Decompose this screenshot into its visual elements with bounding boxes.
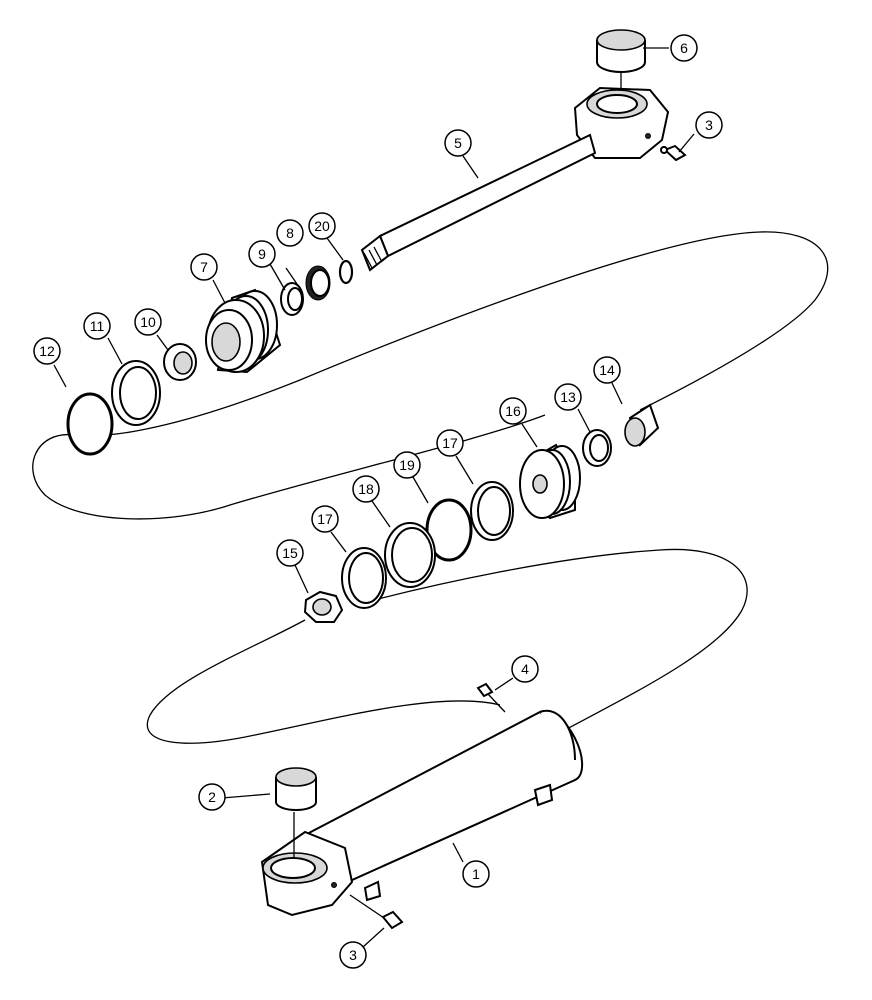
- callout-12-label: 12: [39, 343, 55, 359]
- callout-3-top: 3: [695, 111, 723, 139]
- callout-9: 9: [248, 240, 276, 268]
- callout-15: 15: [276, 539, 304, 567]
- wiper-ring-part-10: [163, 343, 197, 381]
- fitting-part-4: [476, 682, 506, 713]
- callout-4: 4: [511, 655, 539, 683]
- callout-10: 10: [134, 308, 162, 336]
- o-ring-part-19: [425, 498, 473, 562]
- callout-14-label: 14: [599, 362, 615, 378]
- callout-20: 20: [308, 212, 336, 240]
- callout-15-label: 15: [282, 545, 298, 561]
- leader-lines: [53, 47, 695, 948]
- callout-18-label: 18: [358, 481, 374, 497]
- callout-19: 19: [393, 451, 421, 479]
- ring-part-18: [384, 522, 436, 588]
- callout-16-label: 16: [505, 403, 521, 419]
- callout-7: 7: [190, 253, 218, 281]
- nut-part-15: [303, 590, 344, 623]
- ring-part-17-left: [341, 547, 387, 609]
- callout-20-label: 20: [314, 218, 330, 234]
- bushing-part-6: [596, 29, 646, 90]
- wear-ring-part-9: [280, 282, 304, 316]
- bushing-part-14: [624, 403, 660, 447]
- callout-8-label: 8: [286, 225, 294, 241]
- grease-fitting-bottom: [349, 894, 404, 930]
- gland-part-7: [205, 288, 282, 374]
- callout-6: 6: [670, 34, 698, 62]
- grease-fitting-top: [660, 144, 687, 162]
- bushing-part-2: [275, 767, 317, 858]
- callout-2: 2: [198, 783, 226, 811]
- callout-6-label: 6: [680, 40, 688, 56]
- cylinder-barrel-part-1: [260, 709, 584, 917]
- callout-17-left: 17: [311, 505, 339, 533]
- callout-3-bottom: 3: [339, 941, 367, 969]
- callout-5: 5: [444, 129, 472, 157]
- callout-17-right: 17: [436, 429, 464, 457]
- ring-part-17-right: [470, 481, 514, 541]
- callout-7-label: 7: [200, 259, 208, 275]
- callout-13-label: 13: [560, 389, 576, 405]
- callout-17-left-label: 17: [317, 511, 333, 527]
- callout-11-label: 11: [90, 318, 105, 334]
- callout-9-label: 9: [258, 246, 266, 262]
- rod-seal-part-8: [305, 265, 331, 301]
- callout-16: 16: [499, 397, 527, 425]
- piston-rod-part-5: [360, 86, 670, 272]
- callout-11: 11: [83, 312, 111, 340]
- backup-ring-part-11: [111, 360, 161, 426]
- lower-group-loop: [146, 548, 748, 744]
- callout-18: 18: [352, 475, 380, 503]
- upper-group-loop: [32, 231, 829, 520]
- callout-4-label: 4: [521, 661, 529, 677]
- callout-8: 8: [276, 219, 304, 247]
- callout-10-label: 10: [140, 314, 156, 330]
- callout-2-label: 2: [208, 789, 216, 805]
- callout-19-label: 19: [399, 457, 415, 473]
- callout-13: 13: [554, 383, 582, 411]
- o-ring-part-12: [66, 392, 114, 456]
- callout-3-top-label: 3: [705, 117, 713, 133]
- callout-3-bottom-label: 3: [349, 947, 357, 963]
- callout-17-right-label: 17: [442, 435, 458, 451]
- o-ring-part-20: [338, 259, 354, 285]
- callout-1: 1: [462, 860, 490, 888]
- callout-14: 14: [593, 356, 621, 384]
- callout-5-label: 5: [454, 135, 462, 151]
- callout-1-label: 1: [472, 866, 480, 882]
- ring-part-13: [582, 429, 612, 467]
- piston-part-16: [519, 443, 581, 520]
- callout-12: 12: [33, 337, 61, 365]
